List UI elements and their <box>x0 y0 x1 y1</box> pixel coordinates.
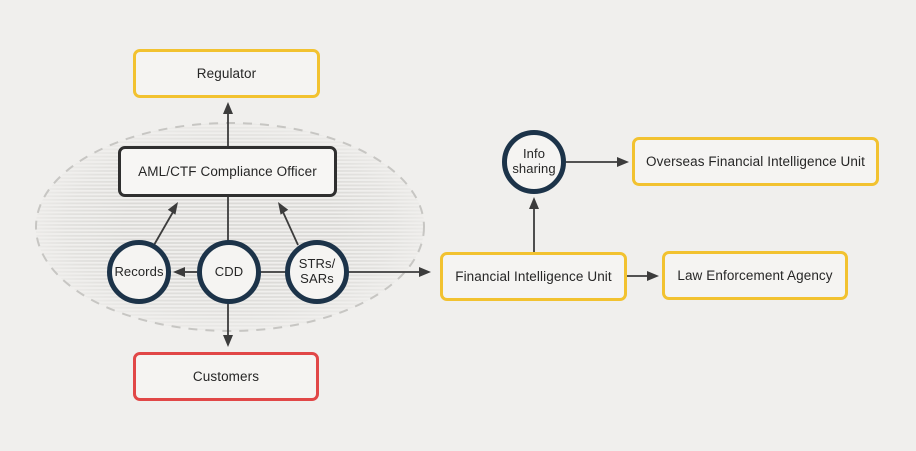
info-sharing-node: Info sharing <box>502 130 566 194</box>
cdd-label: CDD <box>214 263 244 279</box>
compliance-officer-node: AML/CTF Compliance Officer <box>118 146 337 197</box>
strs-sars-node: STRs/ SARs <box>285 240 349 304</box>
compliance-officer-label: AML/CTF Compliance Officer <box>138 163 317 179</box>
law-enforcement-agency-label: Law Enforcement Agency <box>677 267 833 283</box>
edge-cdd-to-customers <box>223 303 233 347</box>
regulator-node: Regulator <box>133 49 320 98</box>
info-sharing-label-line2: sharing <box>512 161 556 176</box>
edge-records-to-officer <box>153 202 178 246</box>
overseas-fiu-label: Overseas Financial Intelligence Unit <box>646 153 865 169</box>
edge-officer-to-regulator <box>223 102 233 146</box>
law-enforcement-agency-node: Law Enforcement Agency <box>662 251 848 300</box>
records-label: Records <box>114 263 164 279</box>
overseas-fiu-node: Overseas Financial Intelligence Unit <box>632 137 879 186</box>
customers-node: Customers <box>133 352 319 401</box>
financial-intelligence-unit-label: Financial Intelligence Unit <box>455 268 612 284</box>
edge-strs-to-fiu <box>348 267 431 277</box>
customers-label: Customers <box>192 368 260 384</box>
financial-intelligence-unit-node: Financial Intelligence Unit <box>440 252 627 301</box>
strs-sars-label-line2: SARs <box>300 271 334 286</box>
cdd-node: CDD <box>197 240 261 304</box>
edge-fiu-to-lea <box>627 271 659 281</box>
edge-fiu-to-info-sharing <box>529 197 539 252</box>
edge-strs-to-officer <box>278 202 299 246</box>
records-node: Records <box>107 240 171 304</box>
edges <box>153 102 659 347</box>
strs-sars-label-line1: STRs/ <box>298 256 336 272</box>
edge-info-sharing-to-overseas-fiu <box>566 157 629 167</box>
info-sharing-label-line1: Info <box>522 146 546 162</box>
edge-cdd-to-records <box>173 267 197 277</box>
regulator-label: Regulator <box>196 65 257 81</box>
